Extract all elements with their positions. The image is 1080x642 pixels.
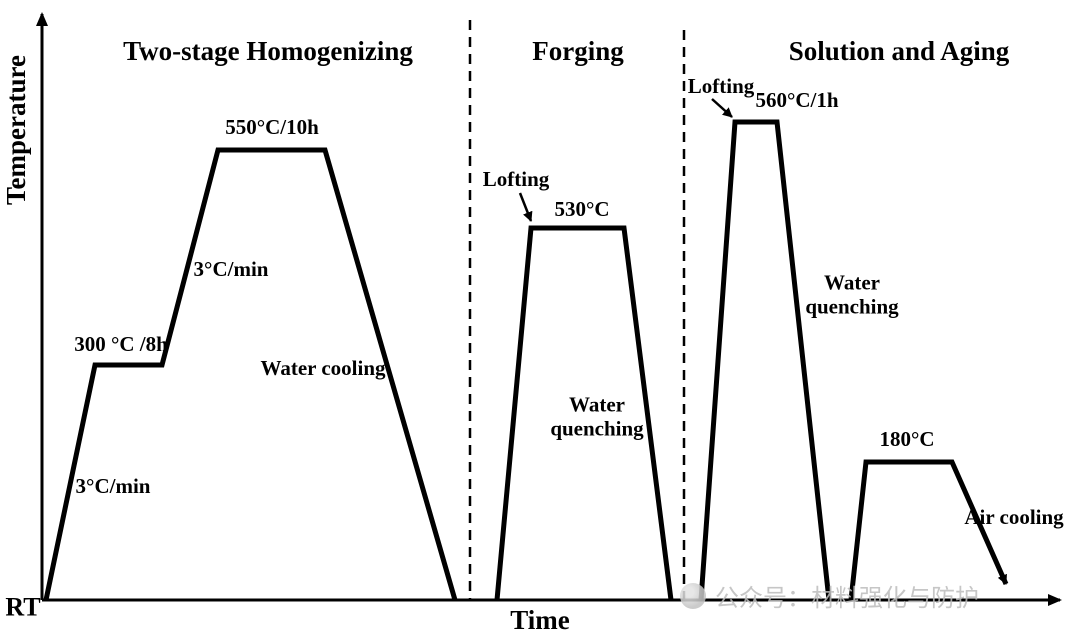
label-hold-550C-10h: 550°C/10h — [225, 115, 319, 140]
label-hold-300C-8h: 300 °C /8h — [74, 332, 168, 357]
label-hold-560C-1h: 560°C/1h — [755, 88, 839, 113]
homogenizing-profile — [43, 147, 458, 601]
label-hold-180C: 180°C — [879, 427, 935, 452]
section-title-homogenizing: Two-stage Homogenizing — [123, 35, 413, 66]
label-forging-lofting: Lofting — [482, 167, 550, 192]
solution-lofting-arrow — [711, 98, 733, 118]
label-forging-water-quenching: Water quenching — [550, 392, 644, 440]
section-title-forging: Forging — [532, 35, 624, 66]
aging-profile — [848, 459, 1009, 601]
watermark-text: 公众号：材料强化与防护 — [715, 584, 979, 612]
label-hold-530C: 530°C — [554, 197, 610, 222]
label-air-cooling: Air cooling — [964, 505, 1064, 530]
forging-profile — [494, 225, 674, 601]
y-axis-label: Temperature — [0, 55, 31, 205]
label-ramp1: 3°C/min — [75, 474, 151, 499]
label-solution-lofting: Lofting — [687, 74, 755, 99]
forging-lofting-arrow — [518, 192, 533, 222]
label-ramp2: 3°C/min — [193, 257, 269, 282]
label-water-cooling: Water cooling — [260, 356, 386, 381]
x-axis-label: Time — [510, 604, 570, 635]
section-title-solution-aging: Solution and Aging — [788, 35, 1010, 66]
origin-label: RT — [5, 592, 41, 622]
solution-profile — [698, 119, 832, 601]
watermark-logo-icon — [680, 582, 706, 609]
label-solution-water-quenching: Water quenching — [805, 270, 899, 318]
watermark: 公众号：材料强化与防护 — [680, 578, 979, 613]
